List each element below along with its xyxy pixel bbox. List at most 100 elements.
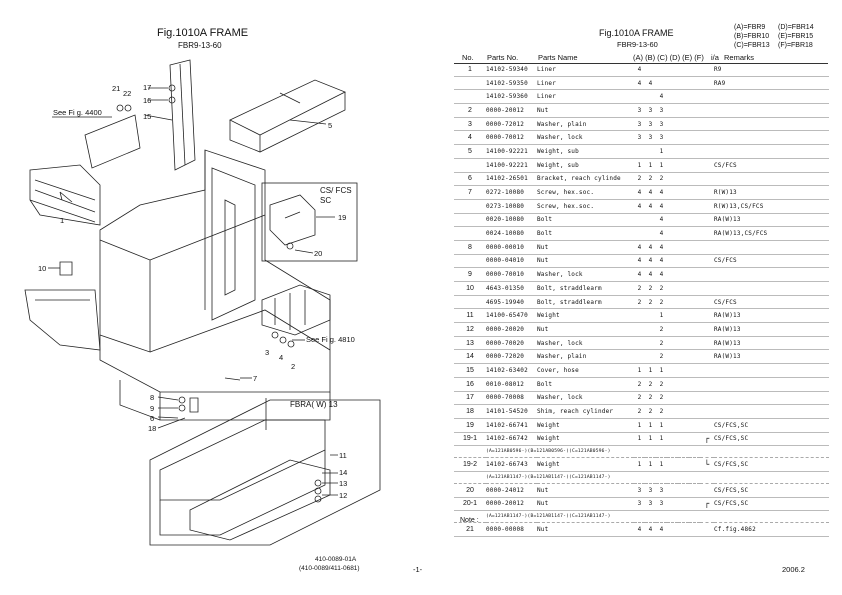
qty-a: 2 [634, 172, 645, 187]
part-name: Washer, lock [537, 130, 634, 146]
item-number: 9 [454, 267, 486, 282]
qty-b: 4 [645, 185, 656, 200]
qty-b [645, 144, 656, 159]
qty-f [689, 158, 700, 173]
qty-c: 4 [656, 199, 667, 214]
page-number: -1- [413, 565, 423, 574]
qty-f [689, 130, 700, 146]
qty-f [689, 240, 700, 255]
remarks [714, 117, 829, 132]
qty-d [667, 172, 678, 187]
qty-a: 4 [634, 63, 645, 77]
item-number: 13 [454, 336, 486, 351]
part-number: 0000-04010 [486, 254, 537, 269]
qty-b: 3 [645, 117, 656, 132]
remarks [714, 363, 829, 378]
item-number: 19 [454, 418, 486, 433]
side-rail [29, 164, 101, 226]
part-name: Bracket, reach cylinde [537, 172, 634, 187]
part-number: 14102-59360 [486, 89, 537, 105]
qty-d [667, 226, 678, 241]
part-name: Shim, reach cylinder [537, 404, 634, 419]
interchangeability-mark: └ [700, 457, 714, 472]
qty-b [645, 322, 656, 337]
interchangeability-mark [700, 363, 714, 378]
qty-d [667, 117, 678, 132]
part-name: Bolt, straddlearm [537, 281, 634, 296]
qty-d [667, 295, 678, 310]
item-number: 15 [454, 363, 486, 378]
qty-d [667, 377, 678, 392]
part-name: Nut [537, 103, 634, 118]
qty-e [678, 308, 689, 324]
qty-f [689, 199, 700, 214]
fbra-weight-box [149, 399, 381, 546]
qty-d [667, 308, 678, 324]
interchangeability-mark [700, 117, 714, 132]
remarks: RA(W)13,CS/FCS [714, 226, 829, 241]
qty-a: 3 [634, 103, 645, 118]
part-name: Weight [537, 308, 634, 324]
qty-c: 1 [656, 158, 667, 173]
qty-b: 3 [645, 497, 656, 512]
callout-8: 8 [150, 393, 155, 402]
callout-1: 1 [60, 216, 65, 225]
qty-f [689, 63, 700, 77]
remarks [714, 391, 829, 406]
qty-a: 3 [634, 483, 645, 498]
qty-a: 2 [634, 391, 645, 406]
part-number: 14101-54520 [486, 404, 537, 419]
qty-a: 1 [634, 418, 645, 433]
qty-e [678, 213, 689, 228]
interchangeability-mark: ┌ [700, 497, 714, 512]
sc-label: SC [320, 196, 332, 205]
qty-e [678, 295, 689, 310]
remarks [714, 89, 829, 105]
qty-a: 4 [634, 199, 645, 214]
qty-b: 2 [645, 281, 656, 296]
qty-e [678, 349, 689, 365]
qty-a [634, 226, 645, 241]
qty-a: 3 [634, 497, 645, 512]
qty-e [678, 432, 689, 447]
item-number [454, 89, 486, 105]
qty-c: 1 [656, 308, 667, 324]
qty-a: 4 [634, 240, 645, 255]
callout-11: 11 [339, 451, 347, 460]
remarks: CS/FCS [714, 295, 829, 310]
part-name: Washer, plain [537, 349, 634, 365]
date-label: 2006.2 [782, 565, 805, 574]
remarks [714, 103, 829, 118]
qty-c: 2 [656, 172, 667, 187]
remarks [714, 267, 829, 282]
part-name: Liner [537, 89, 634, 105]
item-number: 3 [454, 117, 486, 132]
serial-note: (A=121AB1147-)(B=121AB1147-)(C=121AB1147… [486, 471, 829, 484]
qty-e [678, 254, 689, 269]
remarks [714, 240, 829, 255]
qty-c: 2 [656, 322, 667, 337]
remarks: RA(W)13 [714, 308, 829, 324]
qty-c: 4 [656, 226, 667, 241]
qty-e [678, 172, 689, 187]
callout-5: 5 [328, 121, 333, 130]
interchangeability-mark [700, 391, 714, 406]
interchangeability-mark [700, 404, 714, 419]
item-number: 20 [454, 483, 486, 498]
callout-15: 15 [143, 112, 152, 121]
qty-e [678, 391, 689, 406]
qty-d [667, 497, 678, 512]
part-name: Washer, lock [537, 336, 634, 351]
part-name: Nut [537, 254, 634, 269]
qty-a: 4 [634, 267, 645, 282]
qty-f [689, 391, 700, 406]
part-number: 14100-65470 [486, 308, 537, 324]
qty-f [689, 144, 700, 159]
item-number: 10 [454, 281, 486, 296]
qty-f [689, 267, 700, 282]
